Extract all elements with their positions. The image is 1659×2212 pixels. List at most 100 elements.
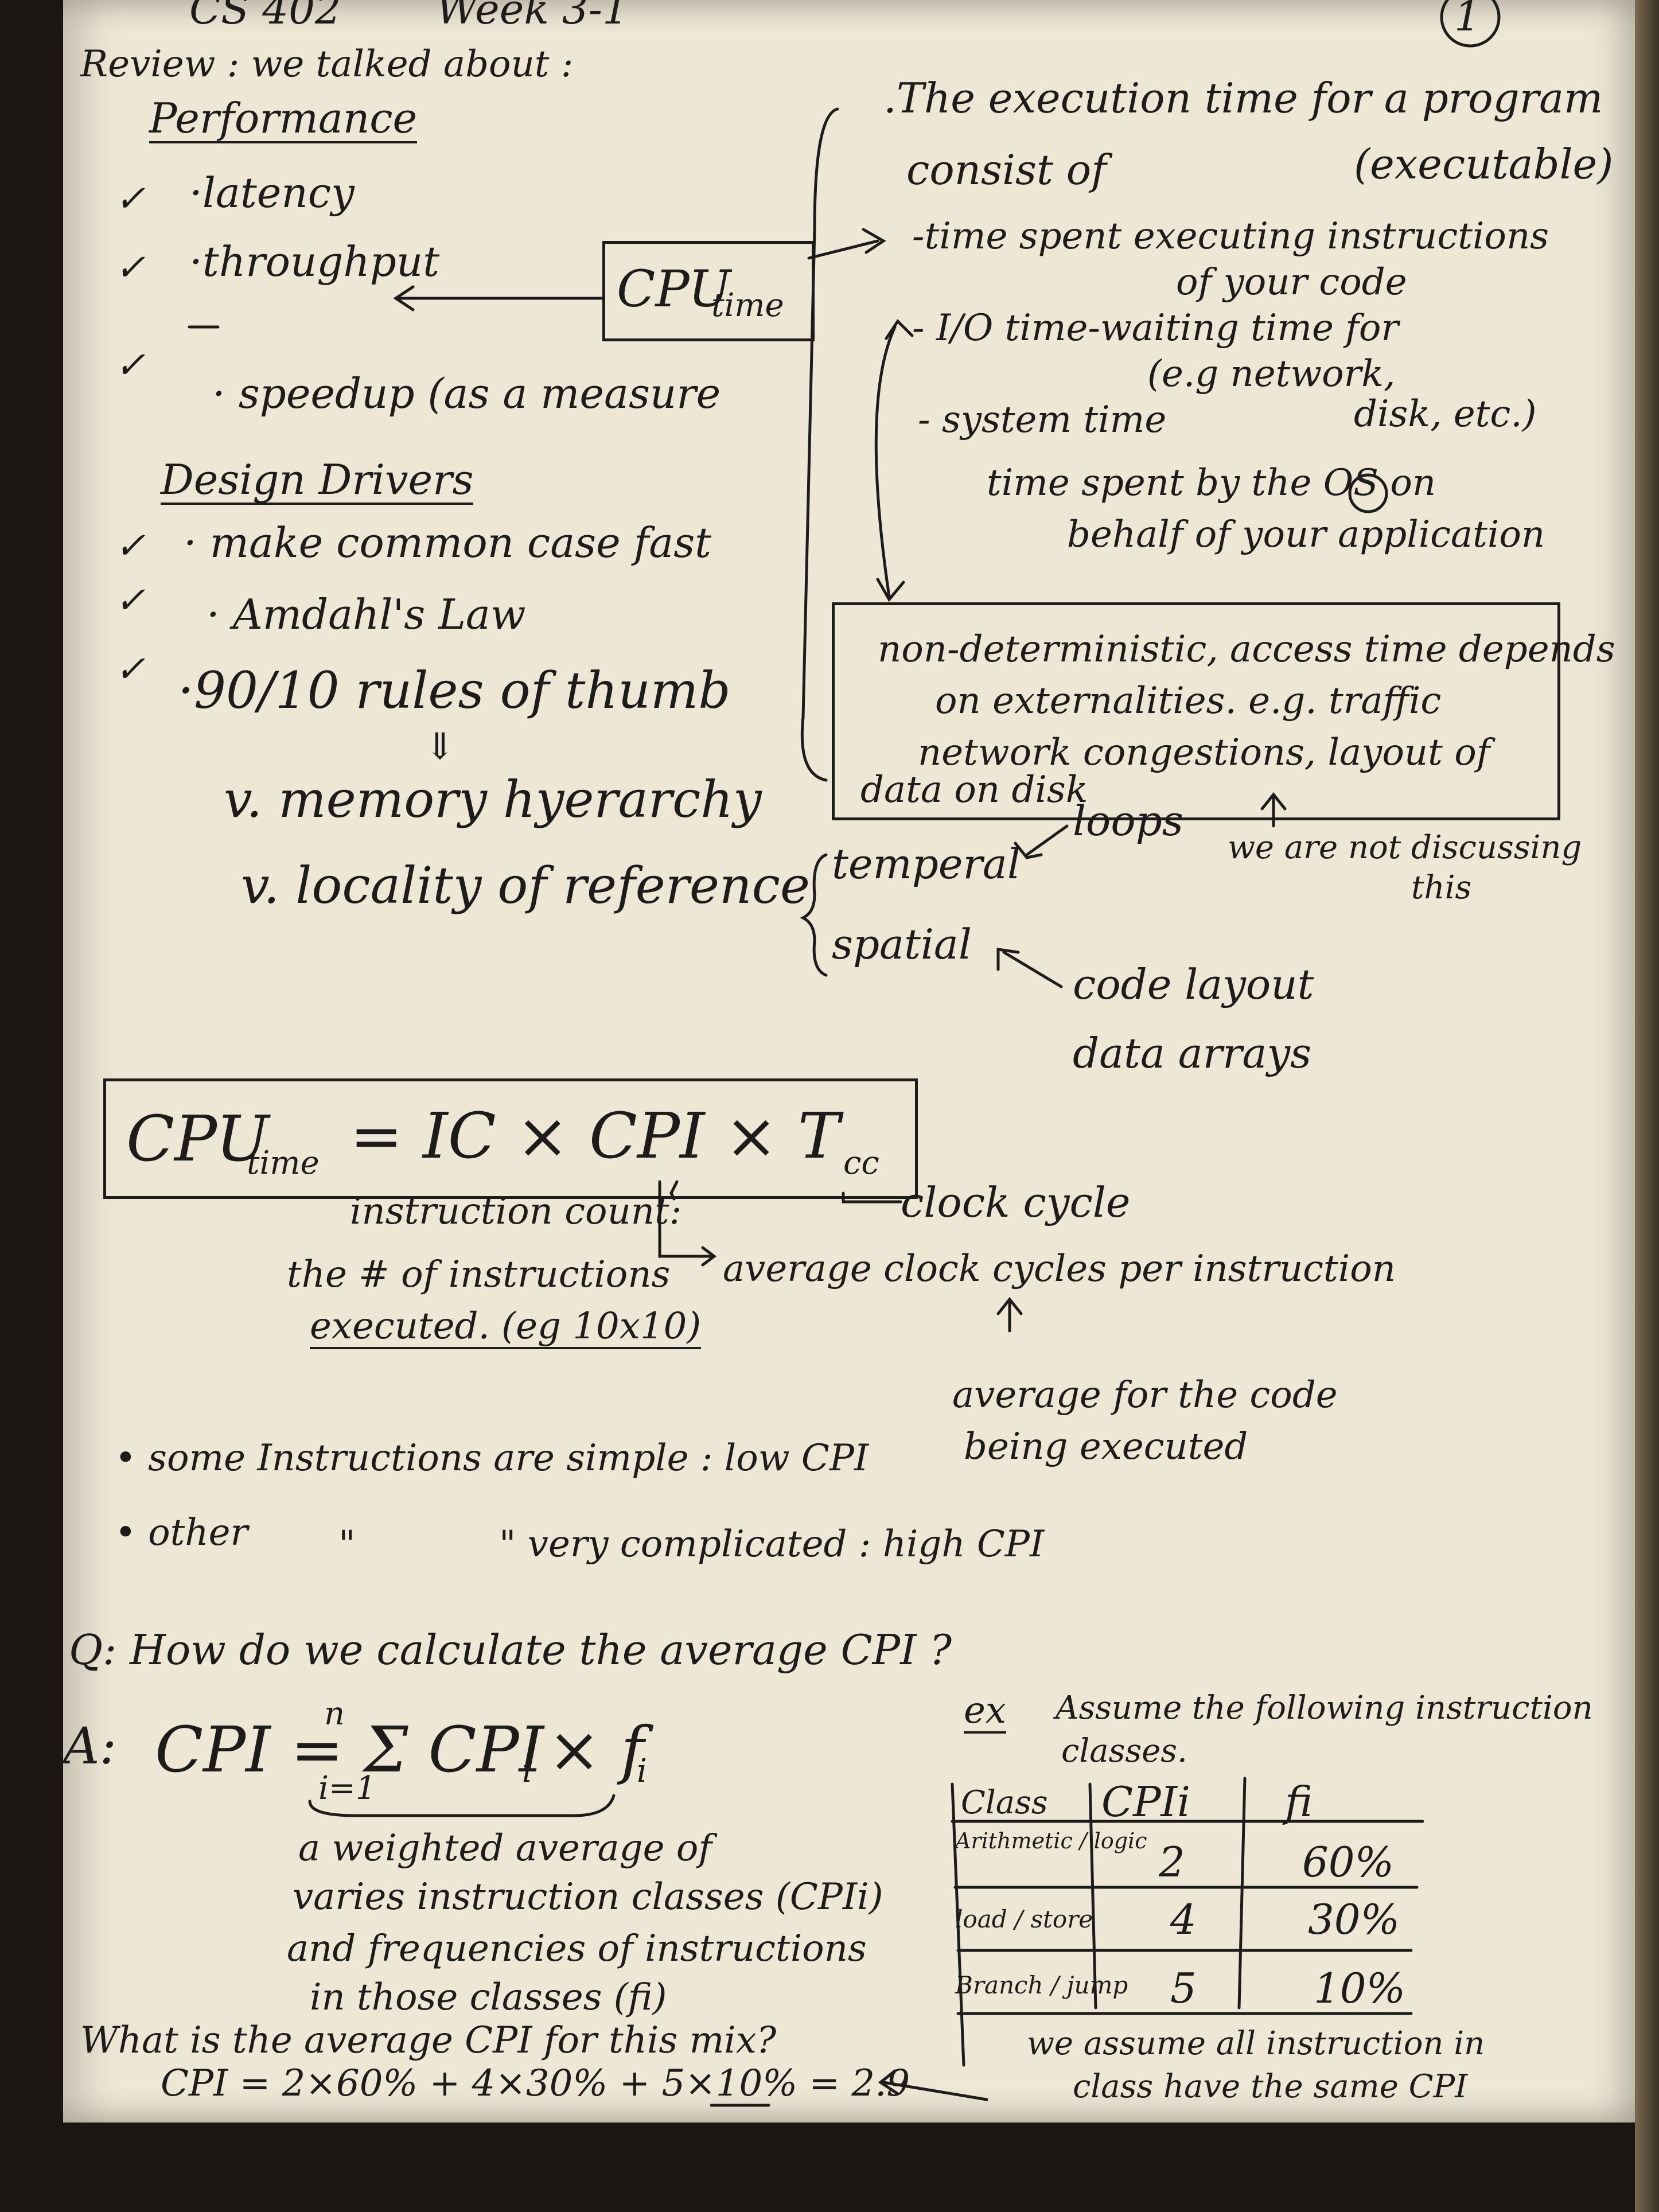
table-left-border <box>951 1782 965 2067</box>
answer-label: A: <box>63 1716 117 1775</box>
formula-cpu: CPU <box>126 1102 269 1175</box>
arrow-line <box>882 2081 988 2101</box>
arrow-head <box>701 1246 717 1267</box>
arrow-line <box>1002 951 1063 988</box>
avg-note-2: being executed <box>964 1426 1248 1468</box>
table-row-class: Arithmetic / logic <box>955 1828 1147 1853</box>
cpu-time-formula-box <box>103 1078 918 1199</box>
page-number-circle <box>1440 0 1501 48</box>
exec-time-bullet3c: behalf of your application <box>1067 513 1545 556</box>
locality-brace <box>800 853 828 977</box>
clock-cycle-note: clock cycle <box>901 1178 1131 1226</box>
table-col-rule <box>1237 1777 1247 2010</box>
cpi-result: CPI = 2×60% + 4×30% + 5×10% = 2.9 <box>161 2062 910 2105</box>
answer-times-f: × f <box>548 1713 644 1786</box>
arrow-line <box>1025 824 1069 856</box>
example-label: ex <box>964 1692 1006 1734</box>
arrow-head <box>876 578 905 602</box>
course-code: CS 402 <box>189 0 341 33</box>
arrow-head <box>393 285 415 311</box>
arrow-line <box>807 239 879 260</box>
example-assume-1: Assume the following instruction <box>1056 1689 1593 1727</box>
code-layout-label: code layout <box>1073 960 1314 1008</box>
ic-note-3: executed. (eg 10x10) <box>310 1308 702 1349</box>
sum-upper: n <box>324 1695 345 1732</box>
not-discussing-note: we are not discussing <box>1228 829 1582 866</box>
temporal-label: temperal <box>832 840 1021 888</box>
exec-time-bullet3b: time spent by the OS on <box>987 462 1436 504</box>
loops-label: loops <box>1073 797 1183 845</box>
data-arrays-label: data arrays <box>1073 1029 1312 1077</box>
exec-time-bullet3: - system time <box>918 399 1167 441</box>
check-mark: ✓ <box>115 344 146 387</box>
notebook-page <box>63 0 1646 2123</box>
question: Q: How do we calculate the average CPI ? <box>69 1626 952 1674</box>
weighted-note-3: and frequencies of instructions <box>287 1927 867 1970</box>
page-number: 1 <box>1454 0 1481 40</box>
check-mark: ✓ <box>115 178 146 220</box>
arrow-head <box>1014 842 1043 859</box>
exec-time-bullet1: -time spent executing instructions <box>912 215 1549 258</box>
notebook-edge <box>1635 0 1659 2212</box>
exec-time-bullet1b: of your code <box>1176 261 1407 303</box>
arrow-head <box>862 228 886 254</box>
formula-cc-sub: cc <box>843 1144 879 1182</box>
locality-item: v. locality of reference <box>241 856 810 915</box>
assume-note-2: class have the same CPI <box>1073 2068 1468 2105</box>
exec-time-bullet2c: disk, etc.) <box>1354 393 1537 435</box>
check-mark: ✓ <box>115 247 146 289</box>
review-intro: Review : we talked about : <box>80 43 574 85</box>
sum-lower: i=1 <box>318 1770 376 1807</box>
io-curve-arrow <box>874 325 897 598</box>
throughput-item: ·throughput <box>189 237 440 286</box>
check-mark: ✓ <box>115 579 146 622</box>
formula-time-sub: time <box>247 1144 320 1182</box>
cpi-pointer <box>658 1180 713 1258</box>
answer-formula: CPI = Σ CPI <box>155 1713 544 1786</box>
box-line4: data on disk <box>860 769 1088 811</box>
exec-bracket <box>800 107 839 782</box>
cpi-note: average clock cycles per instruction <box>723 1248 1396 1290</box>
cpu-time-label: CPU <box>617 259 731 318</box>
example-assume-2: classes. <box>1061 1732 1187 1770</box>
exec-time-bullet2b: (e.g network, <box>1147 353 1396 395</box>
exec-time-line2: consist of <box>906 146 1107 194</box>
os-circle <box>1348 473 1388 513</box>
speedup-item: · speedup (as a measure <box>212 369 721 418</box>
formula-rhs: = IC × CPI × T <box>350 1099 840 1173</box>
table-header-class: Class <box>961 1784 1048 1821</box>
performance-heading: Performance <box>149 94 418 143</box>
note-complicated: " very complicated : high CPI <box>499 1523 1045 1565</box>
weighted-note-1: a weighted average of <box>298 1827 712 1870</box>
down-arrow: ⇓ <box>425 726 455 768</box>
table-row-class: Branch / jump <box>955 1971 1128 1999</box>
avg-note-1: average for the code <box>952 1374 1338 1416</box>
table-row-cpi: 5 <box>1170 1964 1197 2012</box>
note-other: • other <box>115 1512 248 1554</box>
exec-time-bullet2: - I/O time-waiting time for <box>912 307 1399 349</box>
arrow-head <box>1260 792 1287 811</box>
table-header-cpi: CPIi <box>1101 1778 1191 1826</box>
answer-i-sub: i <box>522 1753 532 1790</box>
cpu-time-subscript: time <box>711 287 784 324</box>
table-row-cpi: 2 <box>1159 1838 1185 1886</box>
design-item-amdahl: · Amdahl's Law <box>207 590 526 638</box>
table-header-f: fi <box>1285 1778 1313 1826</box>
arrow-head <box>996 948 1020 971</box>
design-item-common-case: · make common case fast <box>184 519 712 567</box>
exec-time-line1: .The execution time for a program <box>883 74 1603 122</box>
design-drivers-heading: Design Drivers <box>161 455 474 505</box>
arrow-head <box>885 319 914 340</box>
box-line2: on externalities. e.g. traffic <box>935 680 1442 722</box>
ic-note-1: instruction count: <box>350 1190 682 1233</box>
table-row-cpi: 4 <box>1170 1895 1197 1944</box>
assume-note-1: we assume all instruction in <box>1027 2025 1485 2062</box>
ic-hook <box>669 1180 679 1201</box>
what-average-question: What is the average CPI for this mix? <box>80 2019 777 2062</box>
exec-time-executable: (executable) <box>1354 140 1614 188</box>
answer-fi-sub: i <box>637 1753 647 1790</box>
table-row-class: load / store <box>955 1905 1093 1933</box>
box-line3: network congestions, layout of <box>918 731 1490 774</box>
design-item-90-10: ·90/10 rules of thumb <box>178 661 731 720</box>
